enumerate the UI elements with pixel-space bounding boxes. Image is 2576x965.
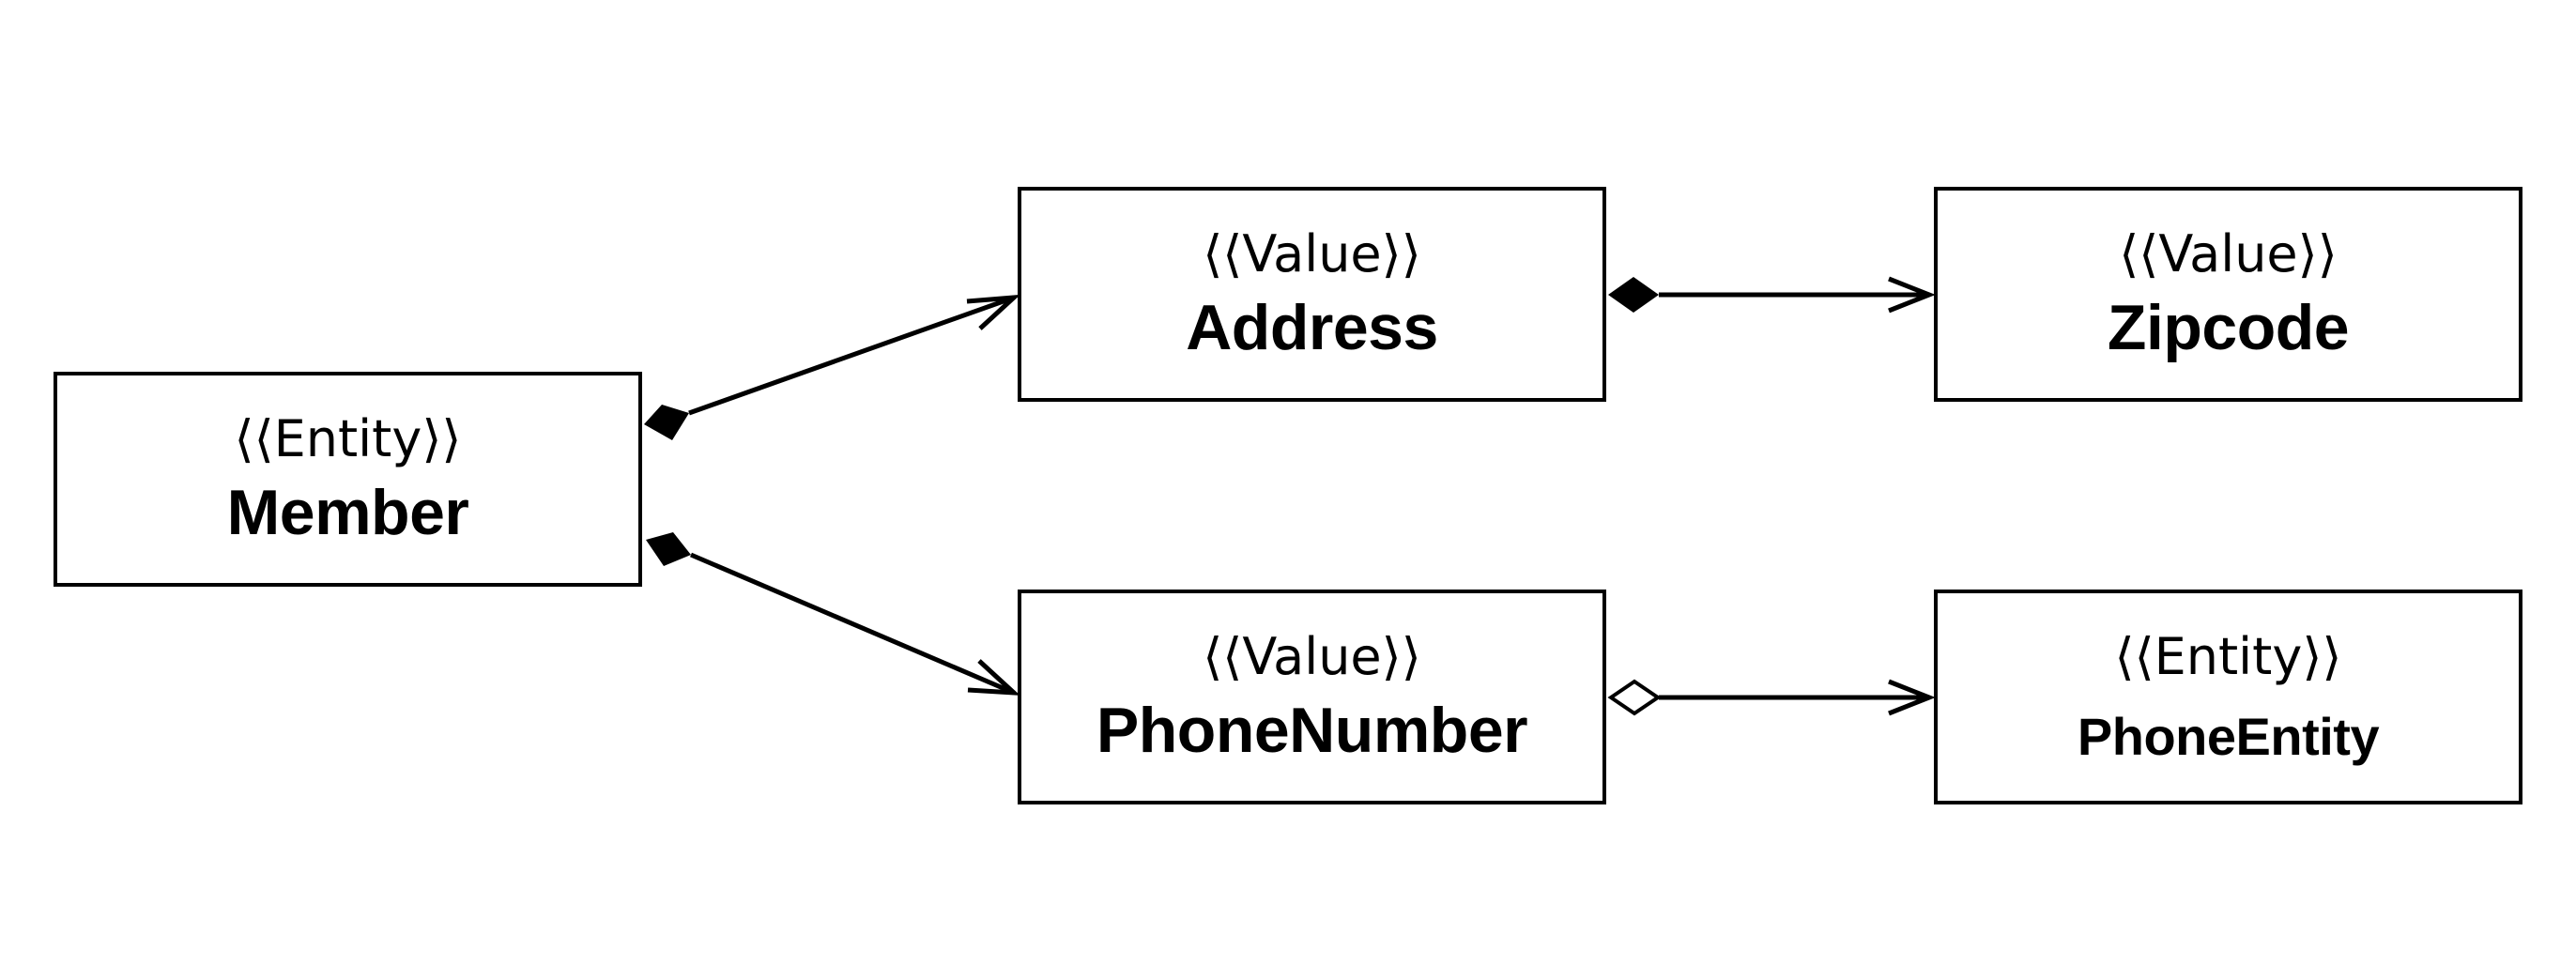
open-arrowhead <box>967 659 1020 696</box>
class-name: Address <box>1186 292 1438 363</box>
composition-diamond <box>646 532 691 566</box>
member-address-line <box>688 295 1015 416</box>
member-phonenumber-composition <box>646 532 1020 696</box>
class-box-phonenumber: ⟨⟨Value⟩⟩ PhoneNumber <box>1018 590 1606 804</box>
class-box-address: ⟨⟨Value⟩⟩ Address <box>1018 187 1606 402</box>
class-name: PhoneEntity <box>2077 707 2380 766</box>
class-box-zipcode: ⟨⟨Value⟩⟩ Zipcode <box>1934 187 2522 402</box>
class-name: Zipcode <box>2107 292 2350 363</box>
open-arrowhead <box>1888 276 1936 314</box>
class-name: Member <box>226 477 469 548</box>
stereotype-label: ⟨⟨Entity⟩⟩ <box>234 409 462 468</box>
member-phonenumber-line <box>690 552 1015 696</box>
class-name: PhoneNumber <box>1096 695 1528 766</box>
stereotype-label: ⟨⟨Entity⟩⟩ <box>2114 627 2342 686</box>
class-box-phoneentity: ⟨⟨Entity⟩⟩ PhoneEntity <box>1934 590 2522 804</box>
aggregation-diamond <box>1607 679 1662 716</box>
composition-diamond <box>644 405 689 440</box>
open-arrowhead <box>1888 679 1936 716</box>
phonenumber-phoneentity-aggregation <box>1607 679 1936 716</box>
address-zipcode-composition <box>1608 276 1936 314</box>
composition-diamond <box>1608 277 1659 313</box>
class-box-member: ⟨⟨Entity⟩⟩ Member <box>54 372 642 587</box>
stereotype-label: ⟨⟨Value⟩⟩ <box>1203 224 1421 283</box>
stereotype-label: ⟨⟨Value⟩⟩ <box>2119 224 2338 283</box>
open-arrowhead <box>966 294 1021 330</box>
member-address-composition <box>644 294 1021 440</box>
stereotype-label: ⟨⟨Value⟩⟩ <box>1203 627 1421 686</box>
